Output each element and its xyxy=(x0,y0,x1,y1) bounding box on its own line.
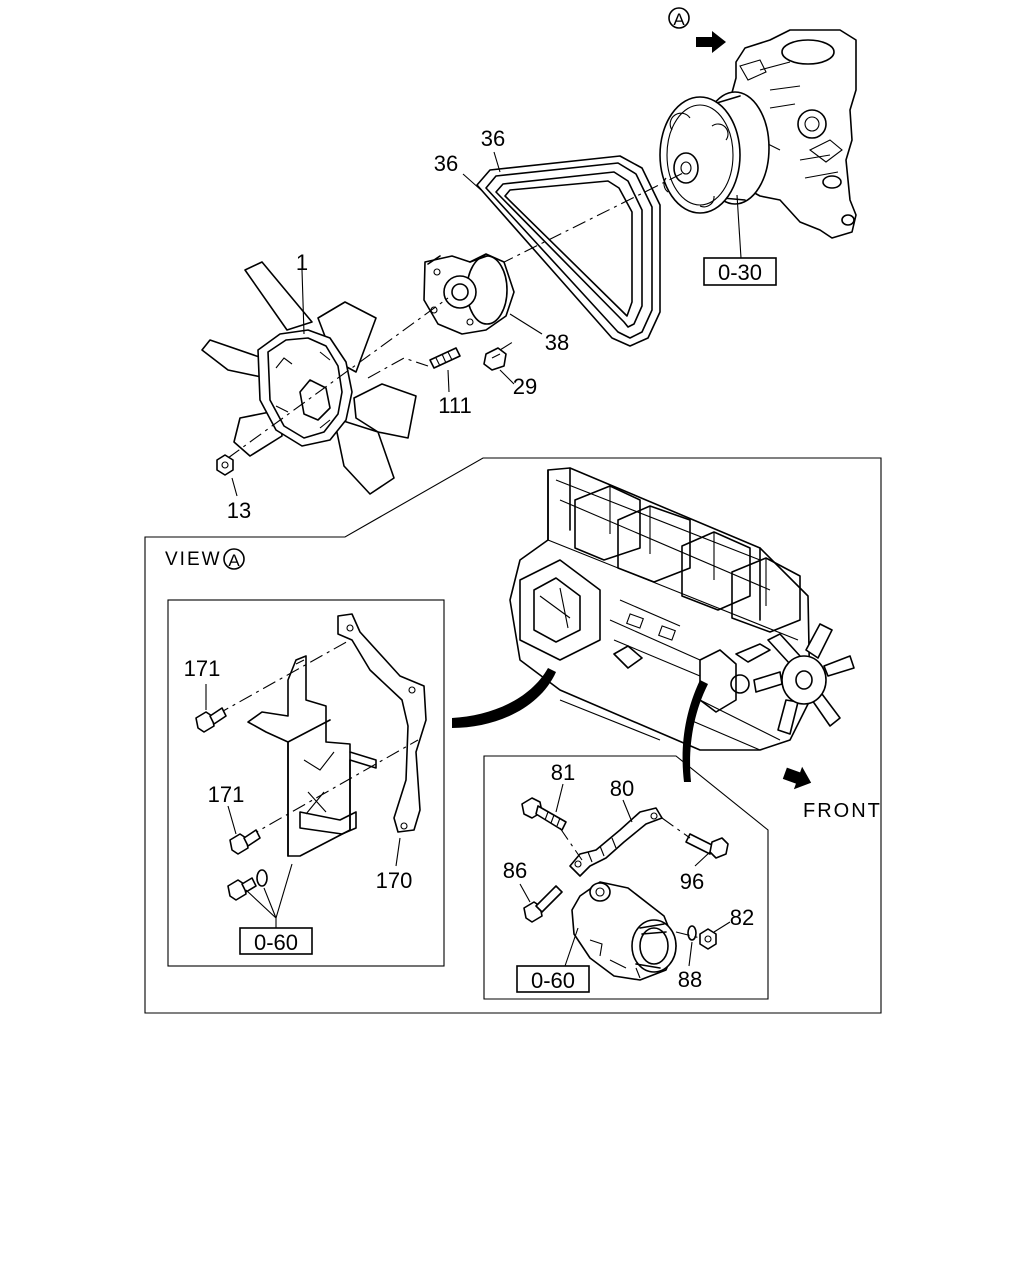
part-label-82: 82 xyxy=(730,905,754,930)
view-marker-letter: A xyxy=(673,10,685,29)
view-a-frame xyxy=(144,457,882,1014)
svg-text:VIEW: VIEW xyxy=(165,549,222,570)
reference-box-0-60-left[interactable]: 0-60 xyxy=(239,927,313,955)
v-belt xyxy=(476,155,661,347)
engine-fan-small xyxy=(753,623,855,735)
reference-box-0-30[interactable]: 0-30 xyxy=(703,257,777,286)
bolt-86 xyxy=(523,885,563,923)
bolt-171-upper xyxy=(195,707,227,733)
bolt-171-lower xyxy=(229,829,261,855)
part-label-29: 29 xyxy=(513,374,537,399)
part-label-13: 13 xyxy=(227,498,251,523)
part-label-81: 81 xyxy=(551,760,575,785)
support-plate xyxy=(337,613,427,833)
part-label-170: 170 xyxy=(376,868,413,893)
compressor-clutch xyxy=(659,91,770,214)
callout-arrow-right xyxy=(682,680,708,782)
svg-text:0-60: 0-60 xyxy=(254,930,298,955)
bolt-81 xyxy=(521,797,567,831)
part-label-86: 86 xyxy=(503,858,527,883)
stud-bolt xyxy=(429,347,461,369)
part-label-38: 38 xyxy=(545,330,569,355)
svg-text:0-60: 0-60 xyxy=(531,968,575,993)
part-label-36-inner: 36 xyxy=(481,126,505,151)
right-inset-frame xyxy=(483,755,769,1000)
nut-82 xyxy=(699,928,717,950)
part-label-96: 96 xyxy=(680,869,704,894)
part-label-171-lower: 171 xyxy=(208,782,245,807)
svg-text:0-30: 0-30 xyxy=(718,260,762,285)
view-a-title: VIEW A xyxy=(165,548,245,570)
part-label-1: 1 xyxy=(296,250,308,275)
washer-88 xyxy=(687,925,697,941)
cooling-fan xyxy=(201,261,417,495)
hex-nut xyxy=(216,454,234,476)
left-inset-frame xyxy=(167,599,445,967)
view-marker-a: A xyxy=(668,7,690,29)
front-label: FRONT xyxy=(803,800,882,822)
bolt-with-washer xyxy=(227,869,268,901)
part-label-88: 88 xyxy=(678,967,702,992)
part-label-171-upper: 171 xyxy=(184,656,221,681)
flange-bolt xyxy=(483,347,507,371)
callout-arrow-left xyxy=(452,668,556,728)
part-label-36-outer: 36 xyxy=(434,151,458,176)
reference-box-0-60-right[interactable]: 0-60 xyxy=(516,965,590,993)
front-arrow-icon xyxy=(782,766,812,790)
alternator xyxy=(571,881,677,981)
view-direction-arrow-icon xyxy=(696,31,726,53)
part-label-80: 80 xyxy=(610,776,634,801)
svg-text:A: A xyxy=(228,551,240,570)
fan-pulley xyxy=(423,253,515,335)
engine-overview xyxy=(509,467,811,751)
part-label-111: 111 xyxy=(438,393,471,418)
alternator-bracket xyxy=(247,655,377,857)
adjusting-bar xyxy=(569,807,663,877)
